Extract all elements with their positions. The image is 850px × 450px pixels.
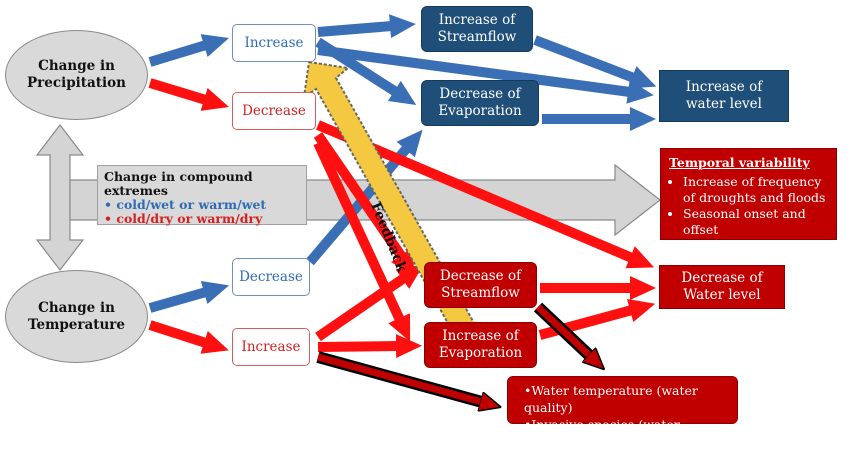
node-increase-of-water-level: Increase of water level	[659, 70, 789, 122]
arrow-tempincrease-to-evaporation	[317, 334, 422, 359]
node-temp-decrease: Decrease	[232, 258, 310, 296]
vertical-double-arrow	[35, 124, 85, 271]
node-change-in-precipitation: Change in Precipitation	[5, 30, 148, 120]
compound-extremes-title: Change in compound extremes	[104, 169, 253, 198]
arrow-tempincrease-to-streamflow	[315, 264, 424, 342]
dark-arrows	[317, 304, 590, 402]
compound-extremes-item-red: • cold/dry or warm/dry	[104, 211, 263, 226]
node-change-in-temperature: Change in Temperature	[5, 270, 148, 363]
water-quality-list: Water temperature (water quality) Invasi…	[516, 382, 729, 450]
node-precip-increase: Increase	[232, 24, 316, 62]
node-temp-increase: Increase	[232, 328, 310, 366]
node-precip-decrease: Decrease	[232, 92, 316, 130]
arrow-precip-to-increase	[148, 34, 229, 67]
arrow-tempdecrease-to-evaporation	[306, 129, 423, 266]
temporal-item-frequency: Increase of frequency of droughts and fl…	[683, 174, 830, 206]
wq-item-invasive-species: Invasive species (water hyacinth)	[524, 416, 729, 450]
temporal-item-seasonal: Seasonal onset and offset	[683, 206, 830, 238]
compound-extremes-item-blue: • cold/wet or warm/wet	[104, 197, 267, 212]
arrow-streamflow-to-waterlevel	[533, 35, 657, 89]
temporal-variability-box: Temporal variability Increase of frequen…	[660, 148, 837, 240]
node-increase-of-evaporation: Increase of Evaporation	[424, 322, 537, 368]
node-decrease-of-water-level: Decrease of Water level	[659, 265, 785, 309]
temporal-variability-list: Increase of frequency of droughts and fl…	[669, 174, 830, 238]
temporal-variability-title: Temporal variability	[669, 155, 810, 170]
arrow-tempincrease-to-waterquality	[317, 353, 482, 402]
node-increase-of-streamflow: Increase of Streamflow	[421, 6, 533, 52]
node-decrease-of-evaporation: Decrease of Evaporation	[421, 80, 539, 126]
water-quality-box: Water temperature (water quality) Invasi…	[507, 376, 738, 449]
arrow-precip-to-decrease	[148, 78, 229, 111]
wq-item-water-temperature: Water temperature (water quality)	[524, 382, 729, 416]
arrow-decrease-to-streamflow	[313, 132, 416, 277]
compound-extremes-box: Change in compound extremes • cold/wet o…	[97, 165, 307, 226]
node-decrease-of-streamflow: Decrease of Streamflow	[424, 262, 537, 308]
arrow-increase-to-waterlevel	[317, 45, 654, 104]
arrow-temp-to-increase	[148, 320, 229, 354]
arrow-temp-to-decrease	[148, 281, 230, 313]
arrow-streamflow-to-waterquality	[535, 304, 590, 356]
arrow-increase-to-streamflow	[317, 14, 416, 39]
blue-arrows	[148, 14, 657, 313]
